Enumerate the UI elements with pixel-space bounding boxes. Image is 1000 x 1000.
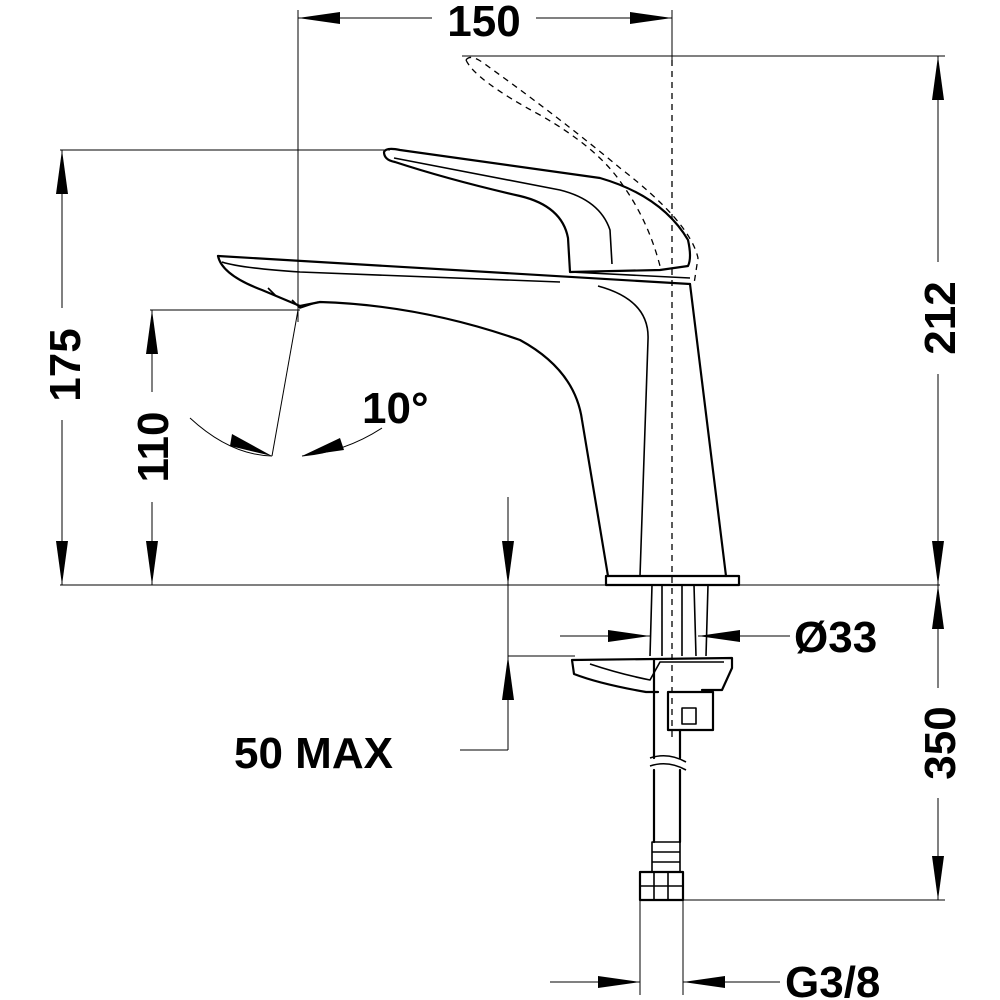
arrow-head <box>56 541 68 585</box>
arrow-head <box>598 976 640 988</box>
arrow-head <box>608 630 650 642</box>
dimension-spout-height: 110 <box>129 310 178 585</box>
faucet-body <box>216 254 741 587</box>
arrow-head <box>932 856 944 900</box>
arrow-head <box>630 12 672 24</box>
arrow-head <box>56 150 68 194</box>
spout-height-label: 110 <box>129 412 178 483</box>
dimension-angle: 10° <box>189 309 429 457</box>
lever-raised-outline <box>465 56 699 740</box>
arrow-head <box>146 541 158 585</box>
dimension-width: 150 <box>298 0 672 46</box>
dimension-hose-length: 350 <box>915 585 965 900</box>
arrow-head <box>683 976 725 988</box>
extension-lines <box>60 10 945 995</box>
arrow-head <box>932 585 944 629</box>
counter-thickness-label: 50 MAX <box>234 729 393 778</box>
dimension-total-height: 212 <box>915 56 965 585</box>
lever-handle <box>382 147 692 279</box>
arrow-head <box>230 434 272 456</box>
dimension-lever-height: 175 <box>40 150 90 585</box>
arrow-head <box>932 56 944 100</box>
arrow-head <box>932 541 944 585</box>
dimension-hole-diameter: Ø33 <box>560 613 877 662</box>
arrow-head <box>146 310 158 354</box>
hole-diameter-label: Ø33 <box>794 613 877 662</box>
mounting-assembly <box>570 584 734 902</box>
dimension-counter-thickness: 50 MAX <box>234 497 514 778</box>
angle-label: 10° <box>362 384 429 433</box>
dimension-connection: G3/8 <box>550 958 880 1000</box>
lever-height-label: 175 <box>41 328 90 401</box>
arrow-head <box>502 541 514 585</box>
width-label: 150 <box>447 0 520 46</box>
total-height-label: 212 <box>916 281 965 354</box>
hose-length-label: 350 <box>916 706 965 779</box>
arrow-head <box>502 656 514 700</box>
connection-label: G3/8 <box>785 958 880 1000</box>
arrow-head <box>302 438 344 456</box>
arrow-head <box>298 12 340 24</box>
arrow-head <box>698 630 740 642</box>
